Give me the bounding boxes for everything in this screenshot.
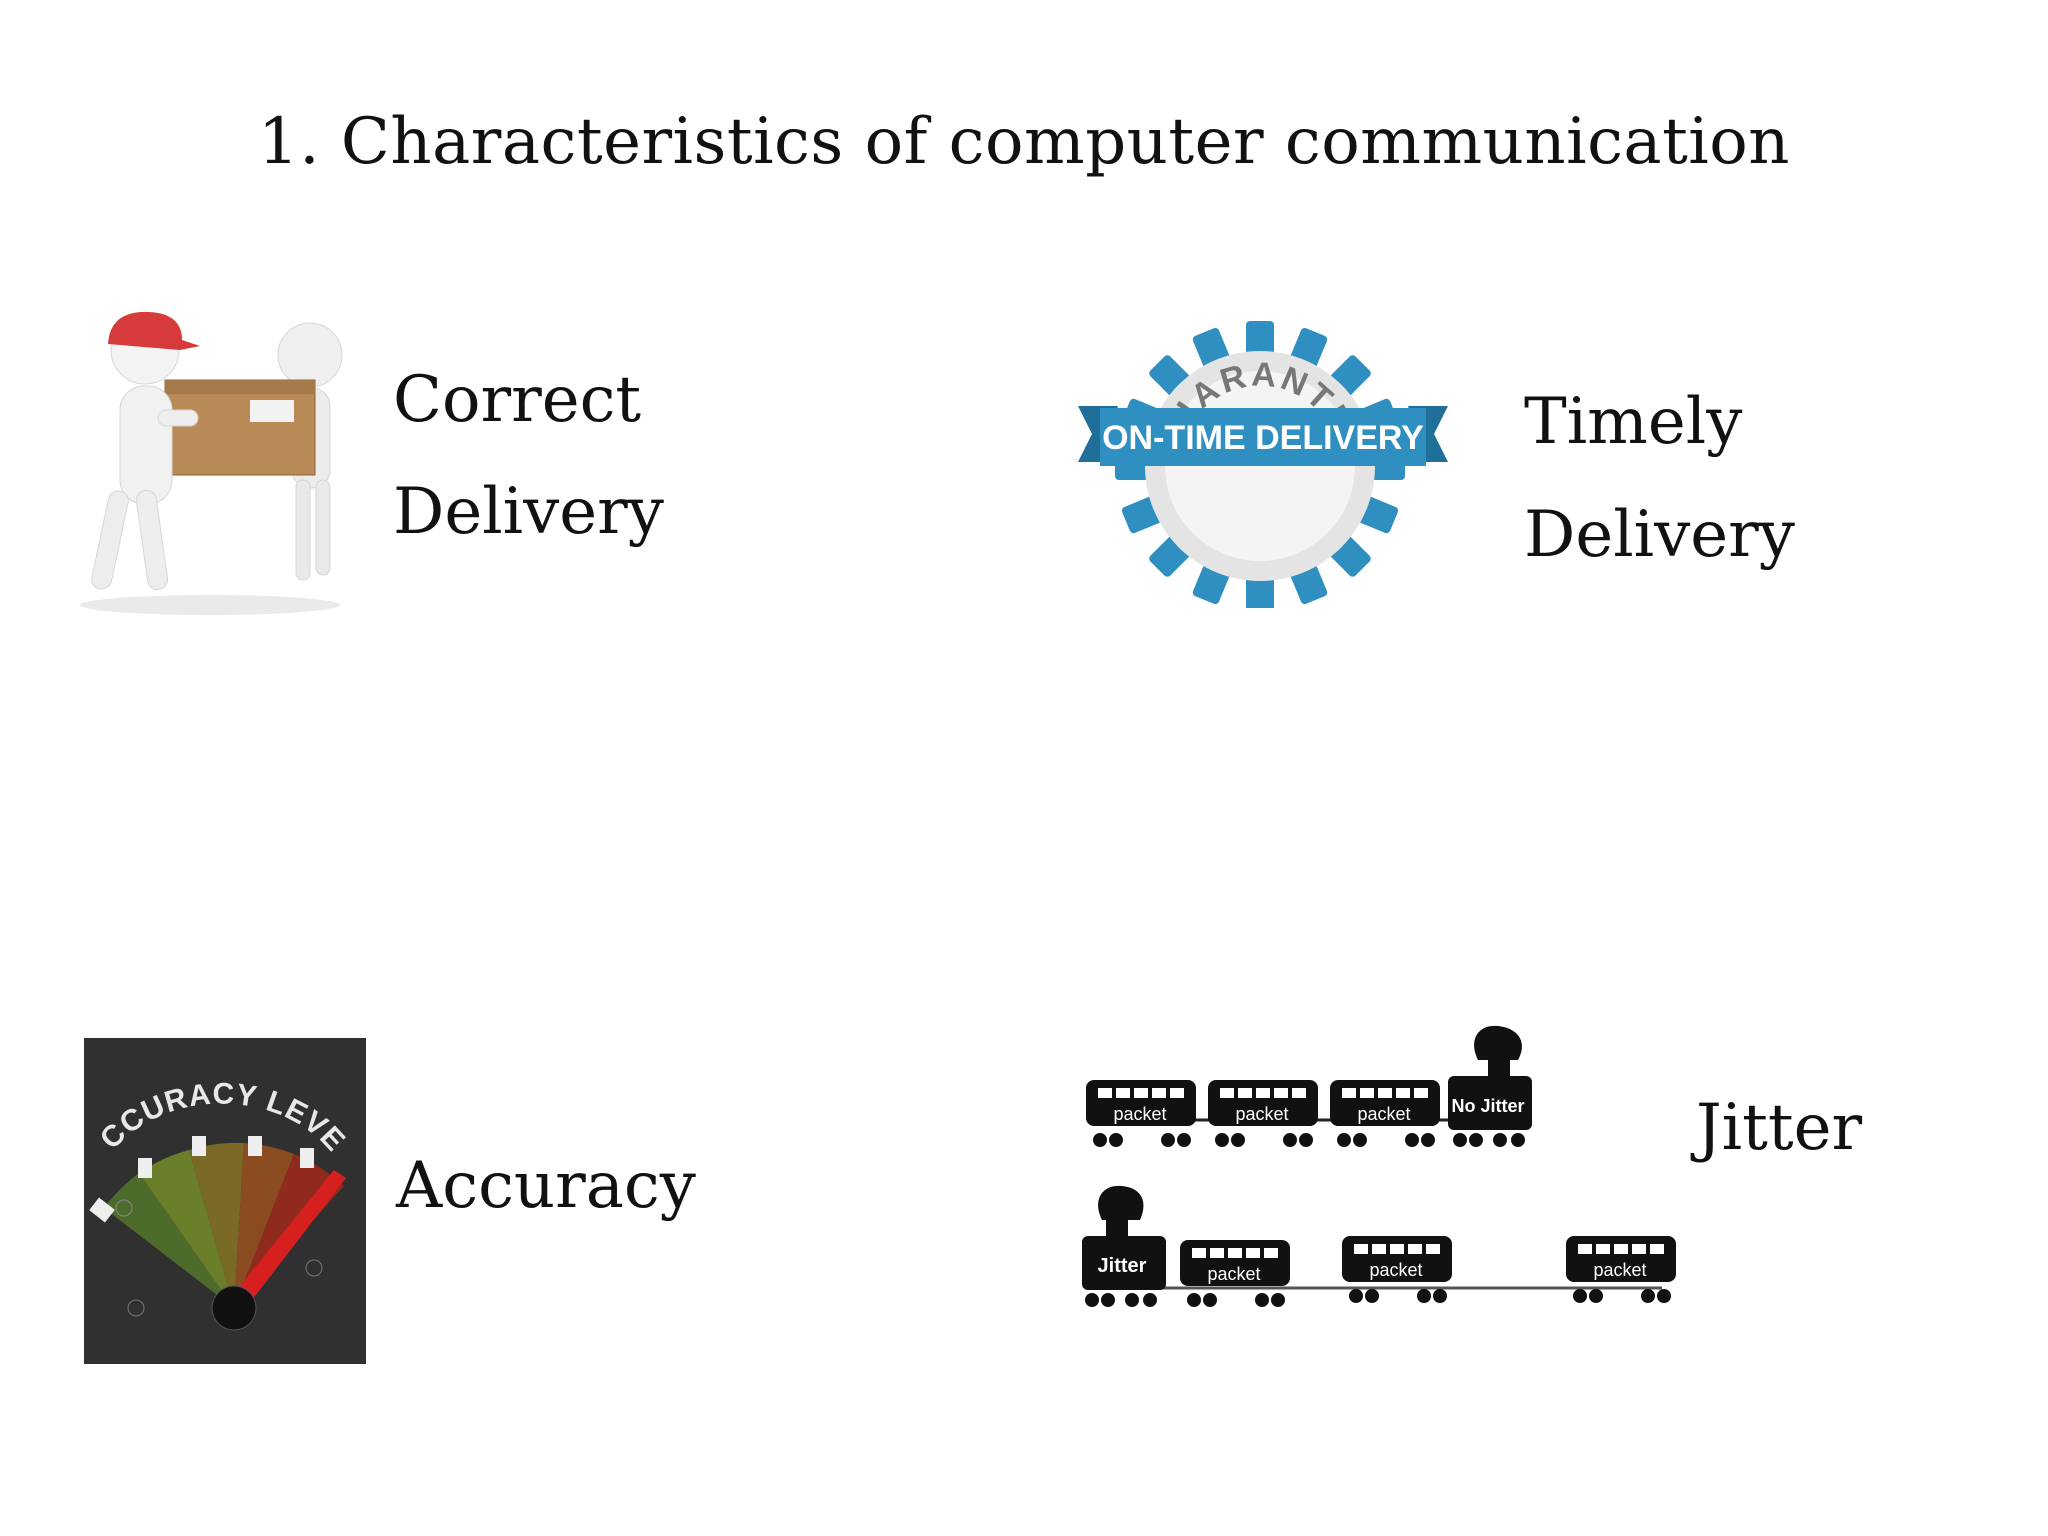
packet-label: packet bbox=[1207, 1264, 1260, 1284]
packet-label: packet bbox=[1369, 1260, 1422, 1280]
bottom-train: Jitter packet packet packet bbox=[1082, 1185, 1676, 1307]
no-jitter-engine: No Jitter bbox=[1448, 1025, 1532, 1147]
packet-label: packet bbox=[1593, 1260, 1646, 1280]
packet-label: packet bbox=[1357, 1104, 1410, 1124]
slide-title: 1. Characteristics of computer communica… bbox=[258, 105, 1790, 179]
jitter-label: Jitter bbox=[1696, 1091, 1863, 1165]
top-train: packet packet packet No Jitter bbox=[1086, 1025, 1532, 1147]
badge-ribbon-text: ON-TIME DELIVERY bbox=[1102, 419, 1424, 457]
jitter-engine-label: Jitter bbox=[1098, 1255, 1147, 1277]
accuracy-label: Accuracy bbox=[396, 1149, 696, 1223]
packet-label: packet bbox=[1235, 1104, 1288, 1124]
packet-label: packet bbox=[1113, 1104, 1166, 1124]
gauge-needle-icon bbox=[226, 1170, 346, 1313]
delivery-men-illustration bbox=[80, 311, 343, 615]
correct-delivery-line2: Delivery bbox=[393, 475, 664, 549]
no-jitter-label: No Jitter bbox=[1451, 1096, 1524, 1116]
red-cap-icon bbox=[108, 311, 200, 350]
correct-delivery-line1: Correct bbox=[393, 363, 642, 437]
timely-delivery-line2: Delivery bbox=[1524, 498, 1795, 572]
jitter-engine: Jitter bbox=[1082, 1185, 1166, 1307]
on-time-delivery-badge: GUARANTEE ON-TIME DELIVERY bbox=[1078, 321, 1448, 608]
accuracy-level-gauge: ACCURACY LEVEL bbox=[84, 1038, 366, 1364]
timely-delivery-line1: Timely bbox=[1524, 385, 1743, 459]
jitter-trains-illustration: packet packet packet No Jitter bbox=[1082, 1025, 1676, 1307]
